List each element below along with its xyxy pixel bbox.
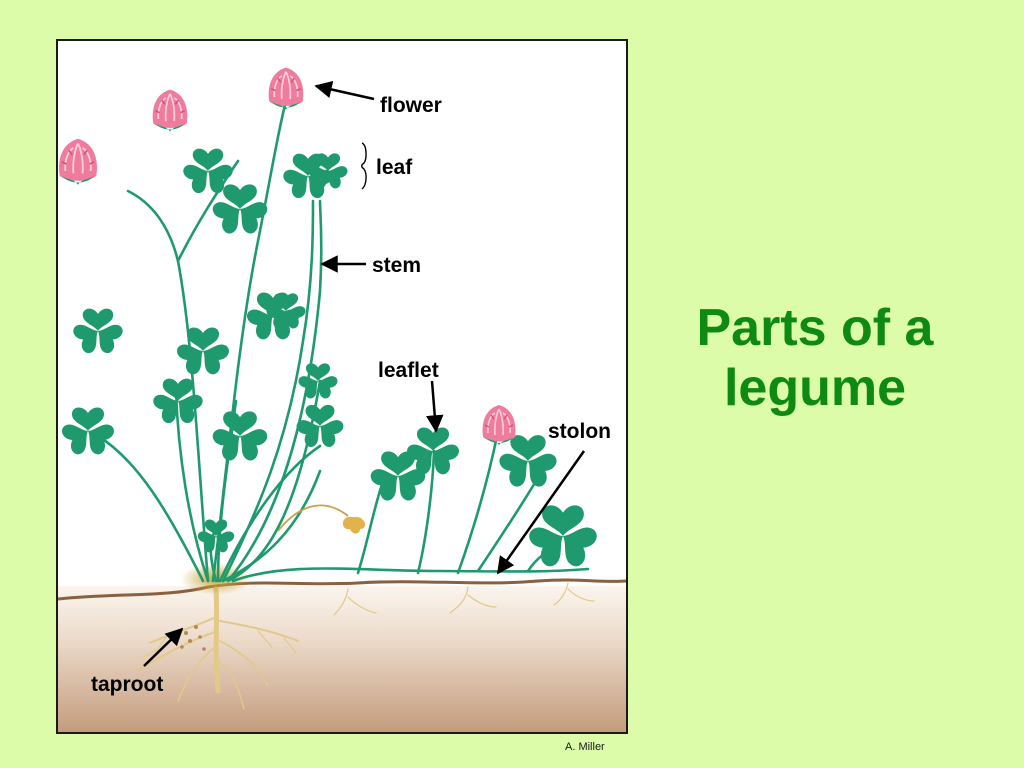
taproot-pointer — [143, 627, 184, 667]
label-stolon: stolon — [548, 420, 611, 443]
label-taproot: taproot — [91, 673, 163, 696]
leaf-bracket — [361, 142, 367, 190]
leaflet-pointer — [426, 380, 444, 433]
legume-illustration: flower leaf stem leaflet stolon taproot — [58, 66, 626, 732]
diagram-frame: flower leaf stem leaflet stolon taproot — [56, 39, 628, 734]
label-leaflet: leaflet — [378, 359, 439, 382]
slide-title: Parts of a legume — [696, 299, 934, 417]
stems — [96, 99, 590, 583]
labels: flower leaf stem leaflet stolon taproot — [91, 94, 611, 696]
label-leaf: leaf — [376, 156, 413, 179]
root-nodules — [180, 625, 206, 651]
soil — [58, 586, 626, 732]
root-system — [135, 582, 595, 710]
flowers — [58, 66, 517, 446]
wilted-flower-stem — [277, 504, 349, 532]
label-stem: stem — [372, 254, 421, 277]
image-credit: A. Miller — [565, 741, 605, 753]
label-pointers — [143, 80, 586, 667]
stolon-pointer — [496, 450, 586, 575]
wilted-flower — [342, 517, 366, 534]
label-flower: flower — [380, 94, 442, 117]
flower-pointer — [314, 80, 375, 101]
ground-line — [58, 578, 626, 601]
